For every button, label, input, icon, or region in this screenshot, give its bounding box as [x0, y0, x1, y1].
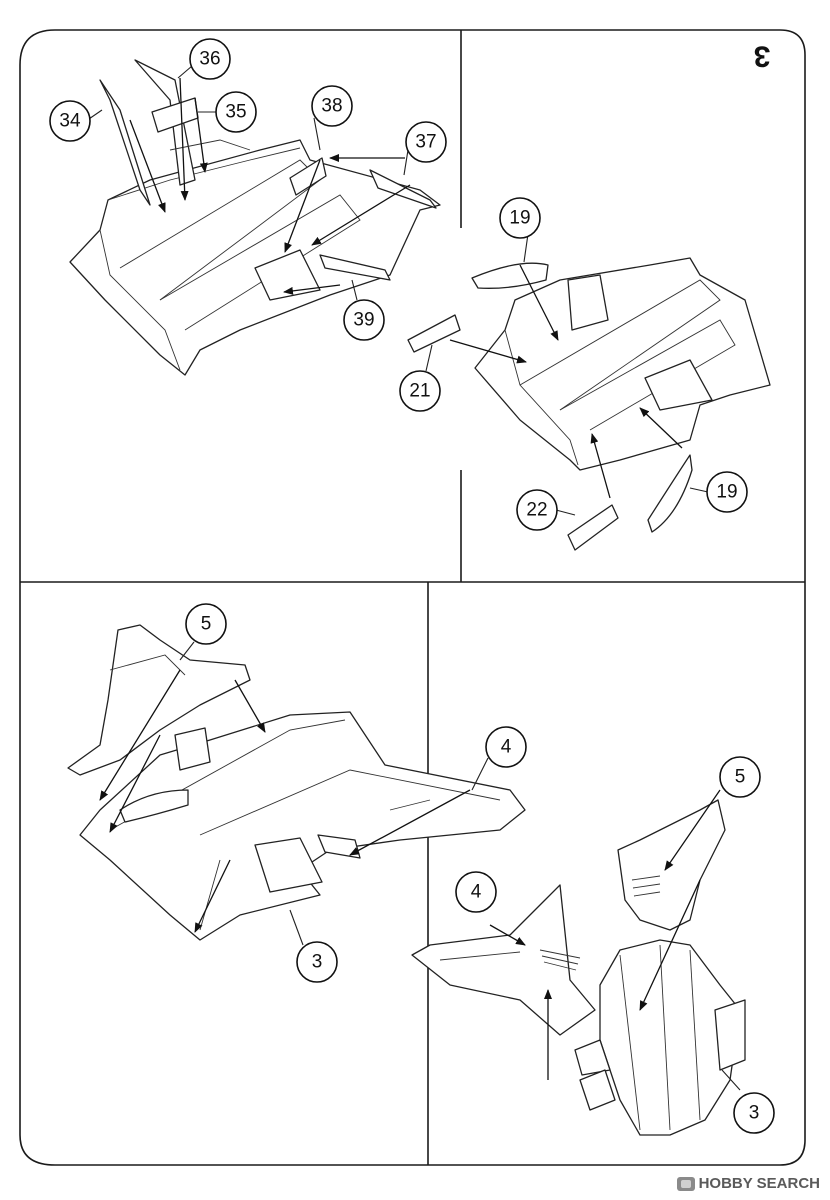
hobby-search-logo-icon [676, 1176, 695, 1191]
svg-text:21: 21 [409, 381, 430, 402]
callout-4-right: 4 [455, 871, 497, 913]
svg-text:19: 19 [509, 208, 530, 229]
panel-top-left: 36 35 34 38 37 39 [49, 38, 447, 376]
fuselage-drawing-top-left [69, 59, 441, 376]
callout-34: 34 [49, 100, 91, 142]
callout-5-left: 5 [185, 603, 227, 645]
fuselage-drawing-top-right [407, 257, 771, 551]
callout-19-top: 19 [499, 197, 541, 239]
callout-19-bottom: 19 [706, 471, 748, 513]
frame-border [19, 29, 806, 1166]
callout-38: 38 [311, 85, 353, 127]
callout-22: 22 [516, 489, 558, 531]
panel-bottom-right: 5 4 3 [411, 756, 775, 1136]
hobby-search-watermark: HOBBY SEARCH [676, 1175, 820, 1192]
callout-37: 37 [405, 121, 447, 163]
panel-bottom-left: 5 4 3 [67, 603, 527, 983]
callout-35: 35 [215, 91, 257, 133]
svg-text:4: 4 [471, 882, 482, 903]
aircraft-drawing-bottom-left [67, 624, 526, 941]
svg-text:34: 34 [59, 111, 81, 132]
callout-3-left: 3 [296, 941, 338, 983]
svg-text:35: 35 [225, 102, 246, 123]
svg-text:22: 22 [526, 500, 547, 521]
watermark-text: HOBBY SEARCH [698, 1175, 820, 1192]
svg-text:5: 5 [735, 767, 746, 788]
svg-text:4: 4 [501, 737, 512, 758]
callout-21: 21 [399, 370, 441, 412]
callout-5-right: 5 [719, 756, 761, 798]
step-number: 3 [754, 40, 771, 73]
callout-3-right: 3 [733, 1092, 775, 1134]
panel-frame [19, 29, 806, 1166]
callout-4-left: 4 [485, 726, 527, 768]
callout-39: 39 [343, 299, 385, 341]
aircraft-drawing-bottom-right [411, 799, 746, 1136]
svg-text:19: 19 [716, 482, 737, 503]
svg-text:3: 3 [749, 1103, 760, 1124]
callout-36: 36 [189, 38, 231, 80]
svg-text:3: 3 [312, 952, 323, 973]
svg-text:37: 37 [415, 132, 436, 153]
svg-text:5: 5 [201, 614, 212, 635]
svg-text:38: 38 [321, 96, 342, 117]
svg-text:39: 39 [353, 310, 374, 331]
svg-text:36: 36 [199, 49, 220, 70]
panel-top-right: 19 21 22 19 [399, 197, 771, 551]
